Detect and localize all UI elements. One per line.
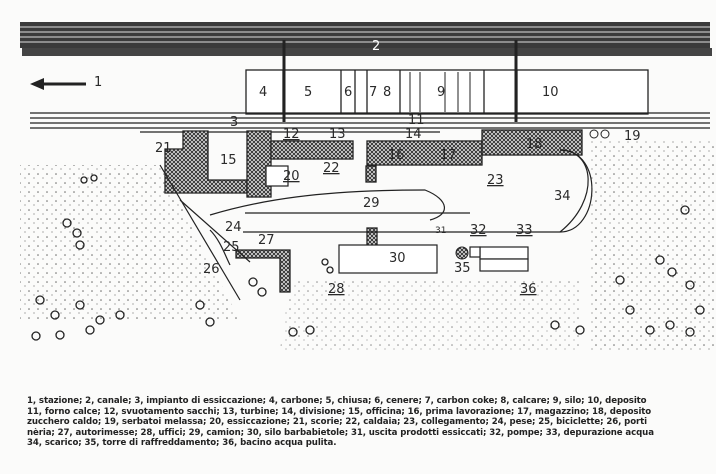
station-arrow-icon (30, 78, 86, 90)
label-26: 26 (203, 262, 220, 277)
label-11: 11 (408, 113, 425, 128)
site-plan: 1 2 3 4 5 6 7 8 9 10 11 12 13 14 15 16 1… (20, 22, 716, 350)
label-27: 27 (258, 233, 275, 248)
cooling-tower-35 (455, 246, 469, 260)
label-35: 35 (454, 261, 471, 276)
building-20 (265, 165, 289, 187)
caption-line: 34, scarico; 35, torre di raffreddamento… (27, 438, 337, 449)
building-12-13 (270, 140, 354, 160)
label-9: 9 (437, 85, 445, 100)
label-10: 10 (542, 85, 559, 100)
label-13: 13 (329, 127, 346, 142)
canal-buildings (245, 40, 649, 122)
label-2: 2 (372, 39, 380, 54)
label-28: 28 (328, 282, 345, 297)
label-14: 14 (405, 127, 422, 142)
label-33: 33 (516, 223, 533, 238)
terrain (20, 140, 716, 350)
label-6: 6 (344, 85, 352, 100)
label-30: 30 (389, 251, 406, 266)
label-29: 29 (363, 196, 380, 211)
label-25: 25 (223, 240, 240, 255)
caption-line: 11, forno calce; 12, svuotamento sacchi;… (27, 406, 652, 417)
label-3: 3 (230, 115, 238, 130)
label-31: 31 (435, 226, 446, 236)
plan-labels: 1 2 3 4 5 6 7 8 9 10 11 12 13 14 15 16 1… (94, 39, 641, 297)
label-32: 32 (470, 223, 487, 238)
label-16: 16 (388, 148, 405, 163)
label-22: 22 (323, 161, 340, 176)
label-23: 23 (487, 173, 504, 188)
caption-line: nèria; 27, autorimesse; 28, uffici; 29, … (27, 427, 654, 438)
label-1: 1 (94, 75, 102, 90)
caption-line: 1, stazione; 2, canale; 3, impianto di e… (27, 396, 647, 406)
caption-line: zucchero caldo; 19, serbatoi melassa; 20… (27, 417, 648, 428)
building-16-17 (366, 140, 483, 166)
beet-silo-30 (338, 244, 438, 274)
label-36: 36 (520, 282, 537, 297)
label-7: 7 (369, 85, 377, 100)
label-4: 4 (259, 85, 267, 100)
label-19: 19 (624, 129, 641, 144)
label-18: 18 (526, 137, 543, 152)
building-slag (246, 130, 272, 198)
canal (20, 22, 712, 56)
railway-tracks (30, 112, 710, 133)
label-8: 8 (383, 85, 391, 100)
label-17: 17 (440, 148, 457, 163)
label-24: 24 (225, 220, 242, 235)
label-34: 34 (554, 189, 571, 204)
label-21: 21 (155, 141, 172, 156)
label-5: 5 (304, 85, 312, 100)
label-12: 12 (283, 127, 300, 142)
label-15: 15 (220, 153, 237, 168)
legend-caption: 1, stazione; 2, canale; 3, impianto di e… (27, 396, 716, 449)
label-20: 20 (283, 169, 300, 184)
